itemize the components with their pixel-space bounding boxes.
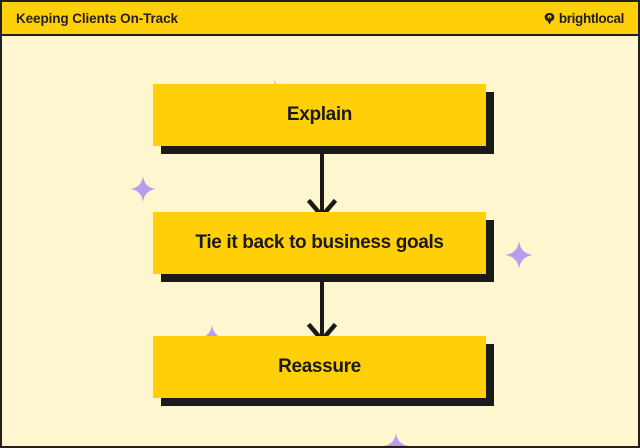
page-title: Keeping Clients On-Track bbox=[16, 10, 178, 26]
flow-step-label: Reassure bbox=[278, 355, 361, 377]
flow-step-box-2[interactable]: Tie it back to business goals bbox=[153, 212, 486, 274]
flow-step-box-3[interactable]: Reassure bbox=[153, 336, 486, 398]
brand-logo: brightlocal bbox=[543, 11, 624, 26]
location-pin-icon bbox=[543, 12, 556, 25]
brand-wordmark: brightlocal bbox=[558, 10, 625, 26]
header-bar: Keeping Clients On-Track brightlocal bbox=[2, 2, 638, 36]
sparkle-icon bbox=[505, 241, 533, 269]
flowchart: Explain Tie it back to business goals Re… bbox=[2, 36, 638, 446]
flow-step-label: Tie it back to business goals bbox=[195, 231, 444, 253]
flow-step-box-1[interactable]: Explain bbox=[153, 84, 486, 146]
sparkle-icon bbox=[383, 433, 409, 446]
flow-step-label: Explain bbox=[286, 103, 353, 125]
sparkle-icon bbox=[130, 176, 156, 202]
